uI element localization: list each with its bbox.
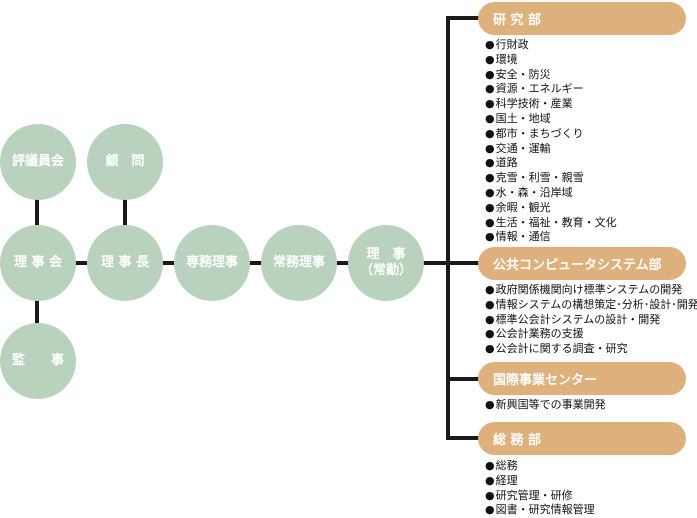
list-item: 国土・地域 [485,112,617,127]
list-item: 余暇・観光 [485,201,617,216]
node-rijicho: 理 事 長 [87,225,163,301]
list-item: 公会計に関する調査・研究 [485,342,697,357]
list-item: 克雪・利雪・親雪 [485,171,617,186]
list-item: 情報システムの構想策定･分析･設計･開発 [485,298,697,313]
connector-rijikai-kanji [35,300,39,325]
dept-kokyo-computer-system-items: 政府関係機関向け標準システムの開発 情報システムの構想策定･分析･設計･開発 標… [485,283,697,357]
list-item: 交通・運輸 [485,142,617,157]
list-item: 環境 [485,53,617,68]
list-item: 安全・防災 [485,68,617,83]
dept-somubu-items: 総務 経理 研究管理・研修 図書・研究情報管理 [485,459,595,518]
list-item: 経理 [485,474,595,489]
dept-kokusai-jigyo-center: 国際事業センター [478,362,686,395]
dept-kokyo-computer-system: 公共コンピュータシステム部 [478,247,686,280]
list-item: 研究管理・研修 [485,489,595,504]
list-item: 図書・研究情報管理 [485,503,595,518]
connector-branch-kokyo [446,261,482,265]
list-item: 資源・エネルギー [485,82,617,97]
node-kanji: 監 事 [0,323,76,399]
list-item: 政府関係機関向け標準システムの開発 [485,283,697,298]
connector-komon-rijicho [123,198,127,228]
list-item: 情報・通信 [485,230,617,245]
list-item: 標準公会計システムの設計・開発 [485,313,697,328]
list-item: 科学技術・産業 [485,97,617,112]
connector-hyogiinkai-rijikai [35,198,39,228]
list-item: 行財政 [485,38,617,53]
connector-branch-somu [446,436,482,440]
node-rijikai: 理 事 会 [0,225,76,301]
list-item: 総務 [485,459,595,474]
list-item: 道路 [485,156,617,171]
dept-kenkyubu-items: 行財政 環境 安全・防災 資源・エネルギー 科学技術・産業 国土・地域 都市・ま… [485,38,617,245]
list-item: 公会計業務の支援 [485,327,697,342]
connector-trunk-vertical [446,16,450,440]
node-riji-jokin: 理 事 （常勤） [348,225,424,301]
list-item: 都市・まちづくり [485,127,617,142]
connector-branch-kokusai [446,377,482,381]
node-jomu-riji: 常務理事 [261,225,337,301]
list-item: 新興国等での事業開発 [485,398,606,413]
node-komon: 顧 問 [87,124,163,200]
node-senmu-riji: 専務理事 [174,225,250,301]
dept-kokusai-jigyo-center-items: 新興国等での事業開発 [485,398,606,413]
list-item: 水・森・沿岸域 [485,186,617,201]
connector-branch-kenkyu [446,16,482,20]
list-item: 生活・福祉・教育・文化 [485,216,617,231]
node-hyogiinkai: 評議員会 [0,124,76,200]
dept-kenkyubu: 研 究 部 [478,2,686,35]
dept-somubu: 総 務 部 [478,422,686,455]
